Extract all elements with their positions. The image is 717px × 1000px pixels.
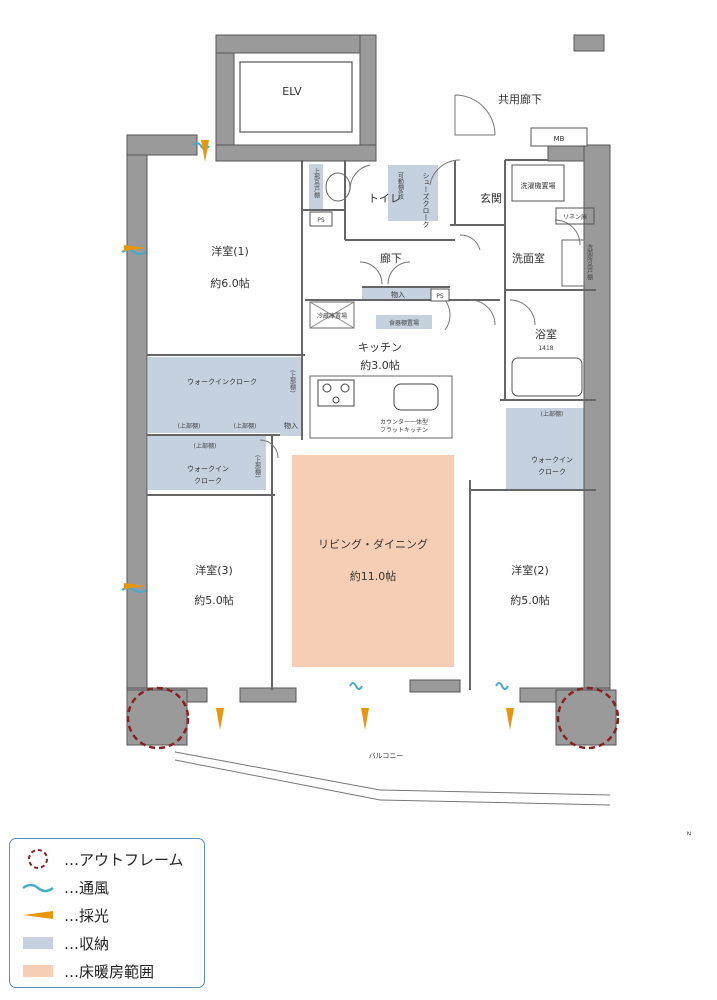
room1-label: 洋室(1)	[211, 244, 249, 258]
room3-size: 約5.0帖	[194, 593, 234, 607]
shoes-closet-storage	[388, 165, 438, 221]
washbasin	[561, 239, 585, 287]
hallway-label: 廊下	[380, 251, 402, 265]
ps-label-1: PS	[317, 217, 325, 224]
counter-label-2: フラットキッチン	[380, 427, 428, 434]
toilet-bowl	[325, 172, 351, 202]
fridge-cross	[309, 301, 355, 329]
elevator-car	[239, 61, 353, 133]
daylight-markers	[124, 140, 514, 730]
legend: …アウトフレーム …通風 …採光 …収納 …床暖房範囲	[9, 838, 205, 988]
kitchen-label: キッチン	[358, 341, 402, 354]
burner-2	[340, 383, 350, 393]
floor-heating-swatch-icon	[23, 965, 53, 977]
hall-storage-label: 物入	[391, 290, 405, 299]
mb-label: MB	[554, 135, 565, 143]
room2-size: 約5.0帖	[510, 593, 550, 607]
laundry-space	[511, 164, 565, 202]
storage-swatch-icon	[23, 937, 53, 949]
wic1-upper-shelf-c: (上部棚)	[289, 370, 296, 393]
legend-label: …採光	[64, 906, 110, 925]
washroom-shelf-label: 洗面所吊戸棚	[586, 243, 593, 281]
kitchen-counter	[309, 375, 453, 439]
fridge-label: 冷蔵庫置場	[317, 312, 347, 320]
outframe-circle-left	[126, 686, 190, 750]
legend-item-outframe: …アウトフレーム	[18, 847, 184, 871]
walls	[126, 34, 617, 746]
ventilation-icon	[22, 883, 54, 893]
room1-size: 約6.0帖	[210, 276, 250, 290]
bath-size: 1418	[538, 345, 553, 352]
small-storage	[280, 412, 302, 436]
legend-label: …通風	[64, 878, 110, 897]
wic2-label-2: クローク	[194, 477, 222, 485]
floor-plan: ELV 共用廊下 MB トイレ 上部吊戸棚 PS シューズクローク 可動棚6枚 …	[121, 34, 692, 835]
dish-rack-label: 食器棚置場	[389, 319, 419, 327]
common-corridor-label: 共用廊下	[498, 92, 542, 106]
kitchen-size: 約3.0帖	[360, 358, 400, 372]
burner-3	[332, 396, 340, 404]
wic2-upper-shelf: (上部棚)	[194, 442, 217, 450]
wic2-label-1: ウォークイン	[187, 465, 229, 473]
ps-label-2: PS	[436, 293, 444, 300]
hall-storage	[362, 287, 432, 301]
balcony-label: バルコニー	[369, 752, 404, 760]
room2-label: 洋室(2)	[511, 563, 549, 577]
stove	[317, 379, 355, 407]
dish-rack-storage	[376, 315, 432, 329]
outframe-icon	[28, 849, 48, 869]
linen-box	[555, 207, 595, 225]
living-size: 約11.0帖	[350, 569, 397, 583]
daylight-icon	[23, 911, 53, 919]
legend-label: …床暖房範囲	[64, 962, 155, 981]
legend-item-floor-heating: …床暖房範囲	[18, 959, 154, 983]
sink	[393, 383, 439, 411]
entrance-label: 玄関	[480, 191, 502, 205]
legend-label: …収納	[64, 934, 110, 953]
room3-label: 洋室(3)	[195, 563, 233, 577]
mb-box	[530, 127, 588, 147]
wic1-upper-shelf-a: (上部棚)	[178, 422, 201, 430]
shoes-closet-label: シューズクローク	[422, 172, 430, 228]
toilet-upper-shelf: 上部吊戸棚	[313, 167, 320, 199]
washroom-label: 洗面室	[512, 251, 545, 265]
fridge-space	[309, 301, 355, 329]
ps-box-2	[430, 288, 450, 302]
toilet-shelf-storage	[309, 164, 323, 210]
legend-label: …アウトフレーム	[64, 850, 184, 869]
wic3-storage	[506, 408, 586, 490]
wic3-label-1: ウォークイン	[531, 456, 573, 464]
compass-n-label: N	[687, 831, 692, 835]
wic1-label: ウォークインクローク	[187, 378, 257, 386]
burner-1	[322, 383, 332, 393]
floor-heating-area	[292, 455, 454, 667]
legend-item-storage: …収納	[18, 931, 109, 955]
storage-areas	[148, 164, 598, 490]
wic2-upper-shelf-side: (上部棚)	[254, 455, 261, 478]
storage-small-label: 物入	[284, 421, 298, 430]
legend-item-daylight: …採光	[18, 903, 109, 927]
outframe-circle-right	[556, 686, 620, 750]
linen-label: リネン庫	[563, 213, 587, 221]
movable-shelf-label: 可動棚6枚	[397, 172, 404, 201]
balcony-outline	[174, 751, 611, 806]
door-swings	[259, 94, 581, 459]
elv-label: ELV	[282, 85, 302, 98]
wic3-label-2: クローク	[538, 468, 566, 476]
bathtub	[511, 357, 583, 397]
toilet-label: トイレ	[368, 192, 401, 205]
wic1-upper-shelf-b: (上部棚)	[234, 422, 257, 430]
wic3-upper-shelf: (上部棚)	[541, 410, 564, 418]
wic2-storage	[148, 436, 266, 490]
interior-walls	[147, 159, 596, 690]
wic1-storage	[148, 357, 302, 433]
laundry-label: 洗濯機置場	[521, 181, 556, 190]
legend-item-ventilation: …通風	[18, 875, 109, 899]
ps-box-1	[309, 211, 333, 227]
counter-label-1: カウンター一体型	[380, 418, 428, 426]
bath-label: 浴室	[535, 327, 557, 341]
living-label: リビング・ダイニング	[318, 537, 428, 551]
